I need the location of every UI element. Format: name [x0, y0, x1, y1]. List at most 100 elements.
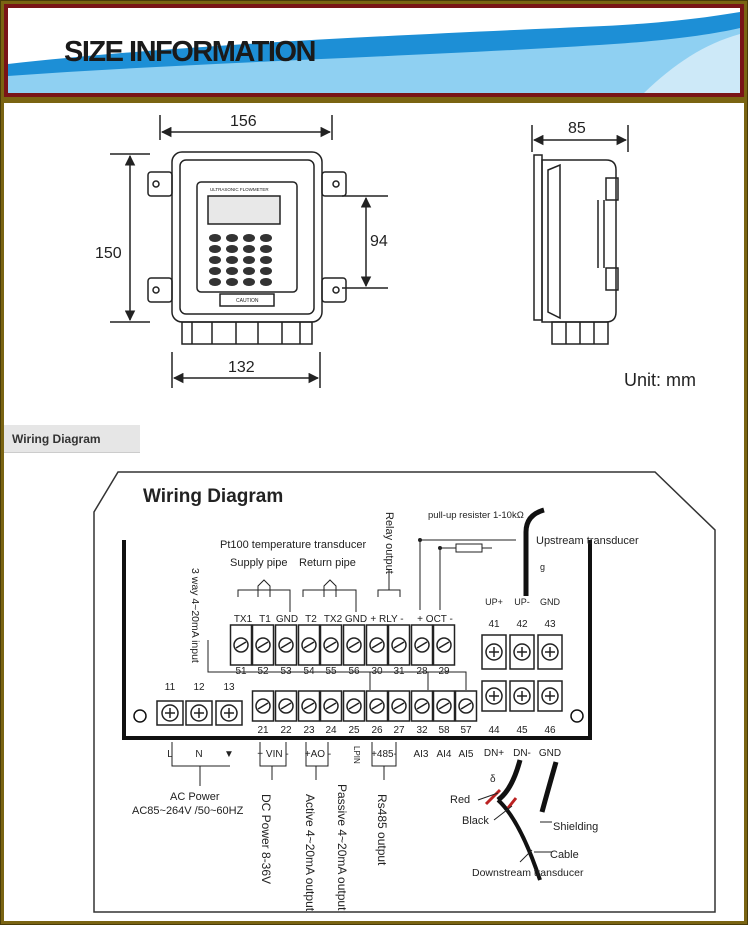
screw-terminal [387, 690, 411, 722]
terminal-number: 25 [348, 725, 360, 736]
terminal-label: GND [539, 748, 561, 759]
dim-85: 85 [568, 120, 586, 137]
terminal-number: 57 [460, 725, 472, 736]
screw-terminal [454, 690, 478, 722]
rs485-output-label: Rs485 output [375, 794, 389, 866]
screw-terminal [297, 624, 321, 666]
input-label: 3 way 4~20mA input [189, 568, 201, 663]
screw-terminal [432, 690, 456, 722]
terminal-blocks [156, 624, 563, 726]
dimension-lines [110, 115, 629, 388]
dc-power-label: DC Power 8-36V [259, 794, 273, 884]
terminal-label: T2 [305, 614, 317, 625]
terminal-number: 46 [544, 725, 556, 736]
dim-156: 156 [230, 113, 257, 130]
screw-terminal [509, 634, 535, 670]
supply-pipe-label: Supply pipe [230, 557, 288, 569]
terminal-label: GND [345, 614, 367, 625]
key-button [209, 245, 221, 253]
terminal-number: 26 [371, 725, 383, 736]
relay-label: Relay output [383, 512, 395, 574]
terminal-number: 41 [488, 619, 500, 630]
wiring-title: Wiring Diagram [143, 486, 283, 507]
transducer-cables [484, 507, 559, 881]
callout-lines [477, 792, 552, 863]
key-button [243, 278, 255, 286]
terminal-label: LPIN [352, 746, 361, 764]
key-button [226, 278, 238, 286]
terminal-label: DN- [513, 748, 531, 759]
pullup-label: pull-up resister 1-10kΩ [428, 510, 524, 521]
terminal-label: TX1 [234, 614, 253, 625]
terminal-label: ▼ [224, 749, 234, 760]
terminal-number: 22 [280, 725, 292, 736]
screw-terminal [274, 624, 298, 666]
side-view [533, 154, 619, 345]
terminal-label: AI5 [458, 749, 473, 760]
caution-label: CAUTION [236, 298, 259, 304]
ac-range-label: AC85~264V /50~60HZ [132, 805, 244, 817]
screw-terminal [481, 634, 507, 670]
terminal-number: 43 [544, 619, 556, 630]
terminal-number: 13 [223, 682, 235, 693]
terminal-label: + VIN - [257, 749, 288, 760]
key-button [226, 245, 238, 253]
screw-terminal [365, 690, 389, 722]
banner-graphic [4, 4, 744, 97]
screw-terminal [274, 690, 298, 722]
screw-terminal [251, 624, 275, 666]
terminal-label: TX2 [324, 614, 343, 625]
ac-power-label: AC Power [170, 791, 220, 803]
banner-separator [4, 97, 744, 103]
upstream-label: Upstream transducer [536, 535, 639, 547]
key-button [226, 267, 238, 275]
unit-label: Unit: mm [624, 370, 696, 390]
screw-terminal [319, 690, 343, 722]
key-button [243, 245, 255, 253]
key-button [260, 245, 272, 253]
downstream-label: Downstream transducer [472, 867, 584, 879]
terminal-label: +485- [371, 749, 397, 760]
dim-94: 94 [370, 233, 388, 250]
terminal-label: DN+ [484, 748, 504, 759]
pt100-title: Pt100 temperature transducer [220, 539, 366, 551]
terminal-label: UP+ [485, 597, 503, 607]
black-label: Black [462, 815, 489, 827]
terminal-frame [122, 540, 592, 740]
terminal-label: T1 [259, 614, 271, 625]
small-mark-2: g [540, 562, 545, 572]
key-button [209, 256, 221, 264]
screw-terminal [229, 624, 253, 666]
key-button [243, 256, 255, 264]
wiring-lines [171, 539, 516, 786]
red-label: Red [450, 794, 470, 806]
screw-terminal [251, 690, 275, 722]
key-button [243, 234, 255, 242]
screw-terminal [432, 624, 456, 666]
key-button [260, 267, 272, 275]
terminal-number: 45 [516, 725, 528, 736]
section-tag-label: Wiring Diagram [12, 432, 101, 446]
dim-150: 150 [95, 245, 122, 262]
terminal-number: 32 [416, 725, 428, 736]
terminal-number: 21 [257, 725, 269, 736]
front-view [147, 151, 347, 345]
passive-output-label: Passive 4~20mA output [335, 784, 349, 911]
terminal-label: + OCT - [417, 614, 453, 625]
screw-terminal [537, 634, 563, 670]
screw-terminal [481, 680, 507, 712]
terminal-label: UP- [514, 597, 530, 607]
terminal-label: GND [540, 597, 561, 607]
terminal-number: 44 [488, 725, 500, 736]
screw-terminal [156, 700, 184, 726]
terminal-number: 23 [303, 725, 315, 736]
shielding-label: Shielding [553, 821, 598, 833]
dim-132: 132 [228, 359, 255, 376]
terminal-label: AI4 [436, 749, 451, 760]
cable-label: Cable [550, 849, 579, 861]
screw-terminal [537, 680, 563, 712]
key-button [260, 278, 272, 286]
key-button [209, 278, 221, 286]
screw-terminal [410, 624, 434, 666]
